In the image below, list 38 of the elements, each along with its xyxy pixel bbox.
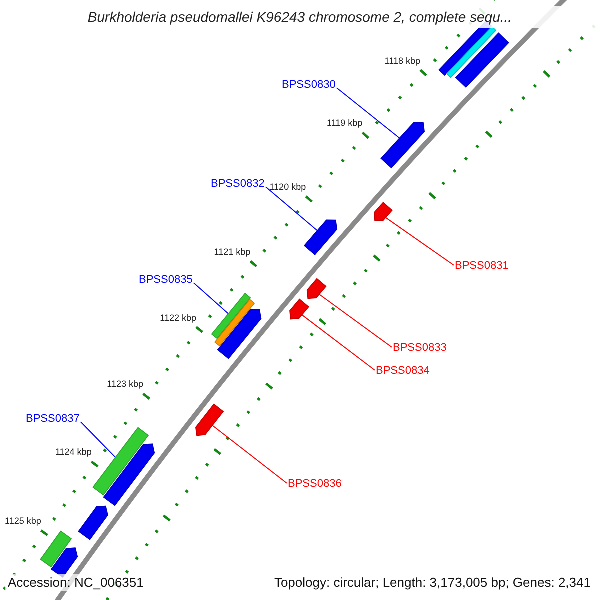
gene-label: BPSS0834: [376, 365, 430, 377]
gene-feature: [374, 202, 393, 222]
scale-label: 1124 kbp: [55, 447, 92, 458]
gene-feature: [380, 122, 425, 169]
gene-label: BPSS0833: [393, 342, 447, 354]
gene-label: BPSS0831: [455, 260, 509, 272]
gene-feature: [92, 427, 150, 496]
gene-feature: [306, 278, 327, 300]
gene-label: BPSS0830: [282, 79, 336, 91]
leader-line: [385, 217, 454, 266]
leader-line: [212, 425, 288, 484]
scale-label: 1119 kbp: [326, 118, 363, 128]
leader-line: [318, 294, 392, 348]
gene-label: BPSS0832: [211, 178, 265, 190]
gene-feature: [78, 506, 108, 540]
gene-label: BPSS0837: [26, 413, 80, 425]
scale-label: 1118 kbp: [384, 56, 420, 66]
scale-label: 1125 kbp: [5, 516, 42, 526]
gene-label: BPSS0835: [139, 274, 193, 286]
gene-label: BPSS0836: [288, 478, 342, 490]
gene-feature: [217, 309, 262, 360]
leader-line: [80, 422, 116, 458]
leader-line: [265, 186, 318, 232]
gene-feature: [214, 299, 256, 347]
leader-line: [336, 88, 400, 139]
gene-feature: [290, 298, 310, 320]
gene-feature: [196, 404, 224, 436]
scale-label: 1123 kbp: [107, 379, 144, 390]
scale-label: 1122 kbp: [160, 312, 196, 323]
gene-feature: [304, 220, 338, 256]
leader-line: [302, 314, 376, 371]
gene-feature: [40, 530, 72, 568]
gene-feature: [455, 32, 510, 88]
scale-label: 1120 kbp: [270, 182, 306, 192]
gene-feature: [446, 26, 497, 78]
scale-label: 1121 kbp: [214, 246, 251, 257]
gene-feature: [211, 292, 252, 340]
gene-feature: [103, 444, 156, 506]
